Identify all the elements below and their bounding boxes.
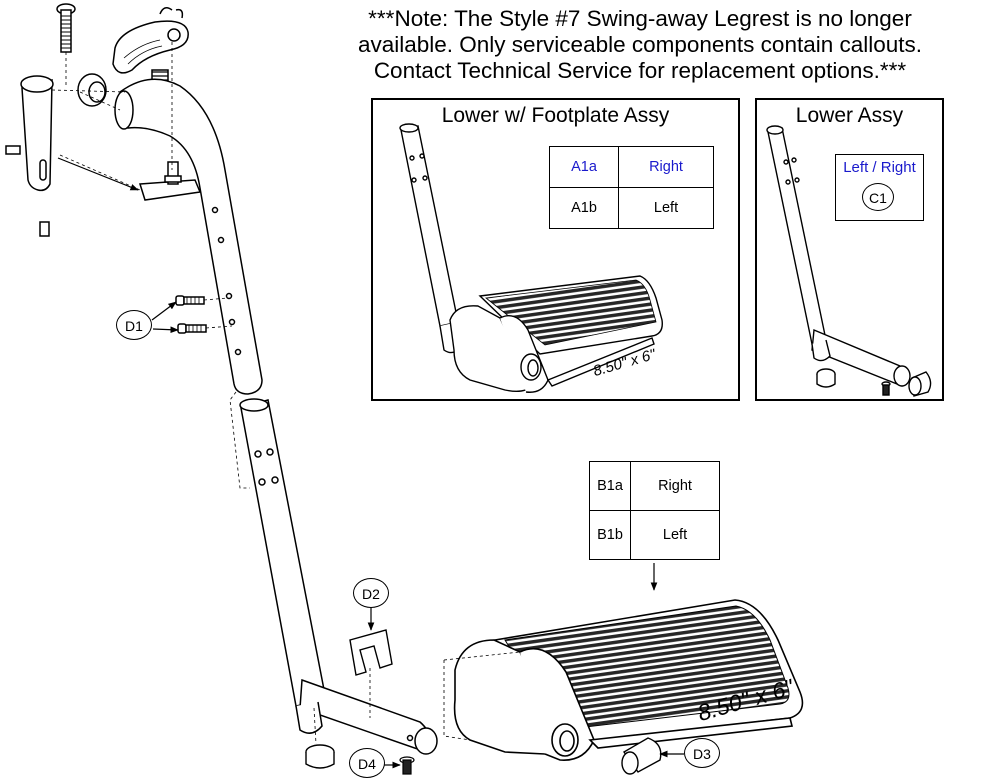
dimension-label-small: 8.50" x 6": [591, 346, 658, 380]
callout-table-a1: A1a Right A1b Left: [549, 146, 714, 229]
panel1-drawing: [399, 123, 663, 393]
callout-bubble-d4[interactable]: D4: [349, 748, 385, 778]
callout-code-b1a: B1a: [589, 461, 631, 511]
callout-code-a1a[interactable]: A1a: [549, 146, 619, 188]
leader-d1-top: [151, 301, 177, 321]
bent-tube: [114, 78, 263, 395]
alignment-lines-upper: [51, 42, 233, 329]
footplate-large: [453, 599, 804, 761]
callout-label-left-right: Left / Right: [843, 159, 916, 176]
leader-receiver: [57, 157, 139, 191]
note-line-3: Contact Technical Service for replacemen…: [373, 58, 907, 83]
callout-code-a1b: A1b: [549, 187, 619, 229]
service-note: ***Note: The Style #7 Swing-away Legrest…: [290, 6, 990, 84]
panel-title-lower-footplate: Lower w/ Footplate Assy: [441, 104, 670, 127]
release-lever: [112, 7, 189, 74]
set-screw-left: [5, 145, 21, 155]
table-row: A1a Right: [549, 146, 714, 188]
end-cap-d3: [621, 737, 662, 775]
callout-side-left: Left: [618, 187, 714, 229]
panel-lower-footplate-assy: Lower w/ Footplate Assy A1a Right A1b Le…: [371, 98, 740, 401]
end-cap-bottom: [305, 744, 335, 769]
callout-code-b1b: B1b: [589, 510, 631, 560]
clip-d2: [349, 629, 393, 676]
table-row: B1a Right: [589, 461, 720, 511]
callout-table-b1: B1a Right B1b Left: [589, 461, 720, 560]
screw-d1-top: [175, 295, 205, 306]
alignment-lower-tube: [229, 391, 250, 489]
table-row: B1b Left: [589, 510, 720, 560]
panel-title-lower-assy: Lower Assy: [795, 104, 904, 127]
panel2-drawing: [766, 125, 932, 397]
callout-bubble-c1[interactable]: C1: [862, 183, 894, 211]
callout-side-left: Left: [630, 510, 720, 560]
note-line-2: available. Only serviceable components c…: [357, 32, 923, 57]
callout-bubble-d3[interactable]: D3: [684, 738, 720, 768]
upper-hanger: [5, 3, 263, 395]
panel-lower-assy: Lower Assy Left / Right C1: [755, 98, 944, 401]
callout-bubble-d2[interactable]: D2: [353, 578, 389, 608]
hanger-screw: [56, 3, 76, 53]
bushing: [77, 73, 107, 107]
callout-side-right[interactable]: Right: [618, 146, 714, 188]
screw-d1-bottom: [177, 323, 207, 334]
callout-box-c1[interactable]: Left / Right C1: [835, 154, 924, 221]
lower-leg-tube: [239, 398, 438, 755]
table-row: A1b Left: [549, 187, 714, 229]
set-screw-bottom: [39, 221, 50, 237]
callout-side-right: Right: [630, 461, 720, 511]
callout-bubble-d1[interactable]: D1: [116, 310, 152, 340]
screw-d4: [399, 756, 415, 775]
note-line-1: ***Note: The Style #7 Swing-away Legrest…: [368, 6, 912, 31]
pivot-bracket: [139, 161, 202, 201]
leader-d1-bottom: [152, 326, 179, 334]
receiver-tube: [20, 75, 54, 192]
